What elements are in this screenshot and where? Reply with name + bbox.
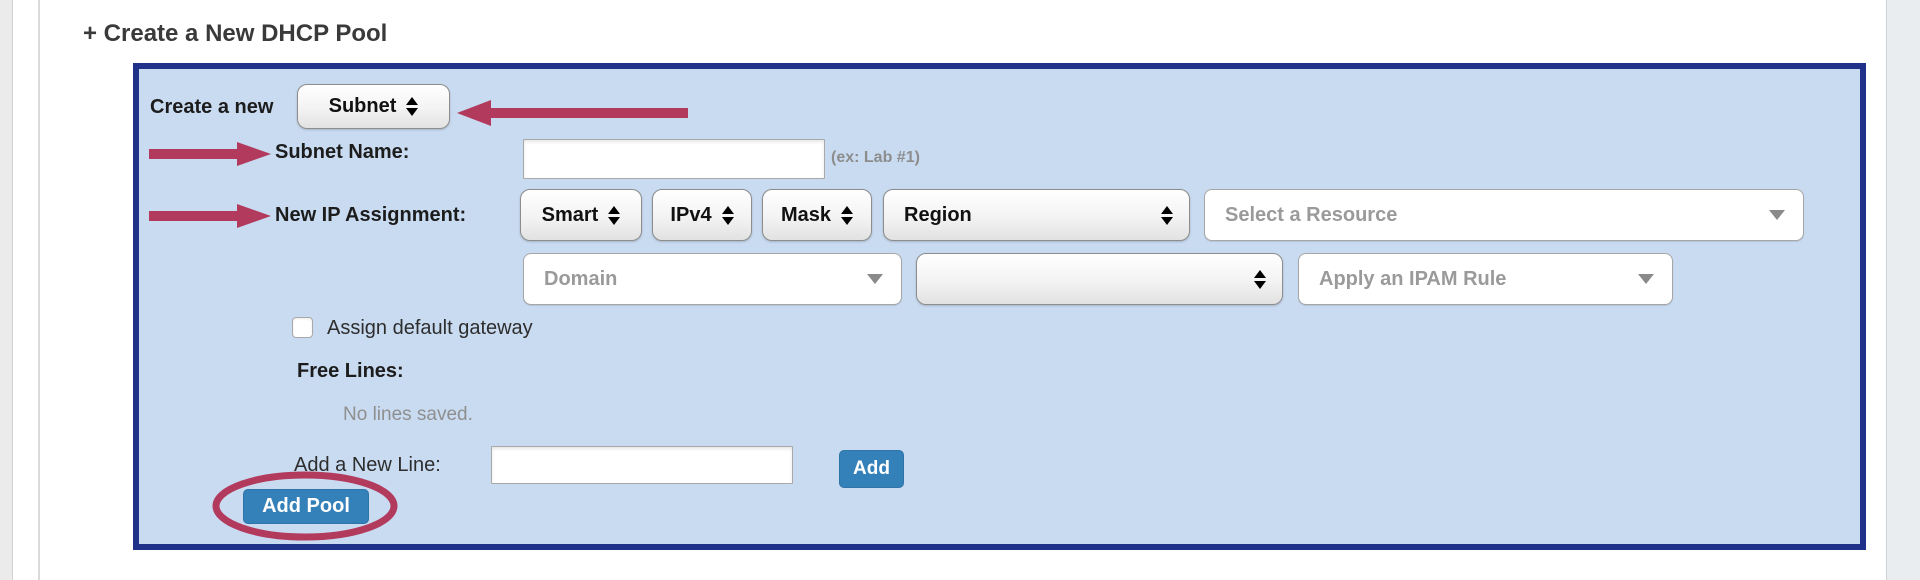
dropdown-arrow-icon — [1769, 210, 1785, 220]
updown-arrows-icon — [1161, 205, 1173, 225]
resource-select-placeholder: Select a Resource — [1225, 203, 1398, 226]
smart-select-value: Smart — [541, 203, 599, 226]
mask-select-value: Mask — [780, 203, 832, 226]
add-new-line-label: Add a New Line: — [294, 454, 441, 476]
create-a-new-label: Create a new — [150, 96, 274, 118]
right-scroll-gutter[interactable] — [1886, 0, 1920, 580]
updown-arrows-icon — [608, 205, 621, 225]
domain-select-placeholder: Domain — [544, 267, 618, 290]
region-select-value: Region — [904, 203, 972, 226]
free-lines-status: No lines saved. — [343, 404, 473, 425]
dhcp-pool-form-panel — [133, 63, 1866, 550]
ip-version-select[interactable]: IPv4 — [652, 189, 752, 241]
new-ip-assignment-label: New IP Assignment: — [275, 204, 467, 226]
ip-version-select-value: IPv4 — [670, 203, 712, 226]
mask-select[interactable]: Mask — [762, 189, 872, 241]
updown-arrows-icon — [1254, 269, 1266, 289]
add-pool-button[interactable]: Add Pool — [243, 489, 369, 524]
content-left-divider — [38, 0, 40, 580]
page-title: + Create a New DHCP Pool — [83, 20, 388, 47]
dropdown-arrow-icon — [867, 274, 883, 284]
subnet-name-input[interactable] — [523, 139, 825, 179]
ipam-rule-select-placeholder: Apply an IPAM Rule — [1319, 267, 1507, 290]
dropdown-arrow-icon — [1638, 274, 1654, 284]
create-type-select-value: Subnet — [328, 95, 397, 117]
assign-default-gateway-label: Assign default gateway — [327, 317, 533, 339]
subnet-name-hint: (ex: Lab #1) — [831, 149, 920, 166]
left-gutter — [0, 0, 13, 580]
region-select[interactable]: Region — [883, 189, 1190, 241]
ipam-rule-select[interactable]: Apply an IPAM Rule — [1298, 253, 1673, 305]
domain-select[interactable]: Domain — [523, 253, 902, 305]
create-type-select[interactable]: Subnet — [297, 84, 450, 129]
resource-select[interactable]: Select a Resource — [1204, 189, 1804, 241]
updown-arrows-icon — [721, 205, 734, 225]
free-lines-label: Free Lines: — [297, 360, 404, 382]
subnet-name-label: Subnet Name: — [275, 141, 410, 163]
add-new-line-input[interactable] — [491, 446, 793, 484]
smart-select[interactable]: Smart — [520, 189, 642, 241]
updown-arrows-icon — [841, 205, 854, 225]
secondary-select[interactable] — [916, 253, 1283, 305]
add-line-button[interactable]: Add — [839, 450, 904, 488]
updown-arrows-icon — [406, 97, 419, 116]
assign-default-gateway-checkbox[interactable] — [292, 317, 313, 338]
